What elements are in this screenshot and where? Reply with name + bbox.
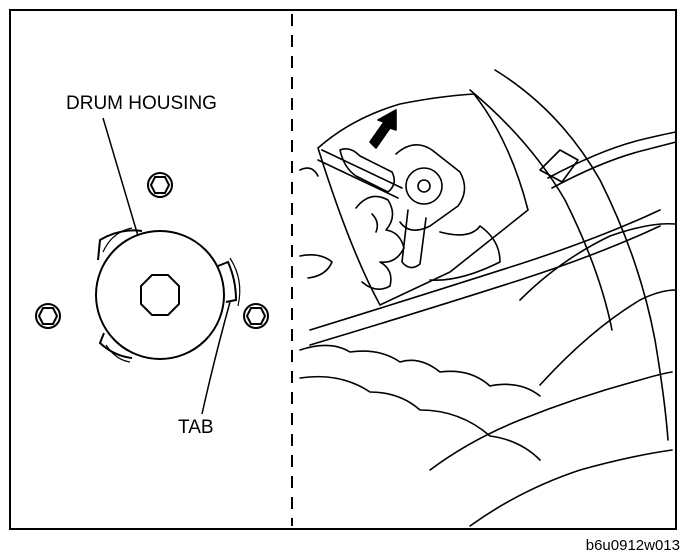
tool-shaft bbox=[321, 149, 403, 189]
wheel-arch bbox=[494, 69, 669, 441]
brake-cable bbox=[547, 131, 677, 179]
brake-cable-2 bbox=[551, 141, 677, 189]
tool-handle bbox=[339, 148, 396, 193]
sleeve-fold bbox=[299, 254, 333, 279]
backing-plate bbox=[317, 93, 529, 306]
figure-code: b6u0912w013 bbox=[585, 537, 680, 554]
drum-housing-leader bbox=[102, 117, 139, 237]
drum-hub bbox=[140, 274, 180, 316]
sleeve-fold-2 bbox=[299, 167, 319, 177]
tire-lower bbox=[539, 289, 677, 386]
wheel-arch-inner bbox=[469, 89, 613, 331]
arm-outline bbox=[429, 371, 673, 471]
hand-fingers bbox=[355, 195, 405, 290]
tab-upper-left bbox=[97, 229, 143, 261]
lever-arm bbox=[401, 209, 427, 269]
trim-line-upper bbox=[309, 209, 661, 331]
direction-arrow bbox=[369, 109, 397, 149]
adjuster-wheel bbox=[405, 167, 443, 205]
tab-lower-left bbox=[98, 332, 133, 359]
tab-label: TAB bbox=[178, 417, 214, 438]
drum-housing-view bbox=[35, 117, 269, 415]
tire-edge bbox=[519, 222, 676, 301]
bolt-top bbox=[147, 172, 173, 198]
arm-sleeve bbox=[299, 344, 541, 397]
adjuster-lever bbox=[395, 144, 466, 231]
adjuster-wheel-hub bbox=[417, 179, 431, 193]
drum-housing-label: DRUM HOUSING bbox=[66, 93, 217, 114]
bolt-left bbox=[35, 303, 61, 329]
adjuster-view bbox=[299, 69, 677, 527]
bolt-right bbox=[243, 303, 269, 329]
tool-shaft-2 bbox=[317, 159, 399, 199]
rotation-arrow-bottom bbox=[105, 344, 131, 363]
hand-finger-2 bbox=[371, 213, 379, 233]
rotation-arrow-right bbox=[229, 257, 241, 307]
figure-frame bbox=[9, 9, 677, 530]
arm-sleeve-lower bbox=[299, 375, 541, 461]
cable-bracket bbox=[539, 149, 579, 183]
drum-housing bbox=[95, 230, 225, 360]
rotation-arrow-top bbox=[102, 227, 133, 253]
arm-bottom bbox=[469, 449, 673, 527]
hand-palm bbox=[429, 225, 501, 281]
tab-right bbox=[217, 260, 238, 303]
trim-line-lower bbox=[309, 225, 661, 346]
tab-leader bbox=[201, 301, 231, 415]
